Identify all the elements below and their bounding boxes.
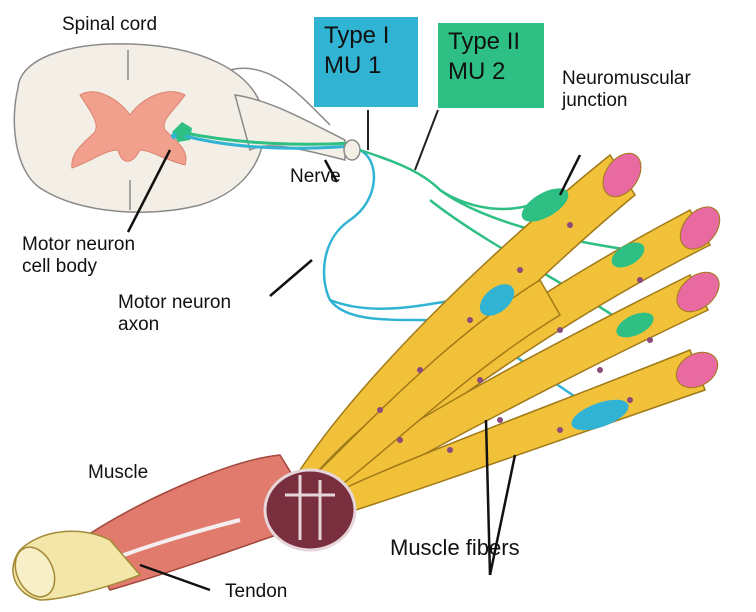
spinal-cord-label: Spinal cord: [62, 14, 157, 36]
type1-mu-line2: MU 1: [324, 51, 418, 81]
motor-neuron-axon-line1: Motor neuron: [118, 292, 231, 314]
muscle-fibers-label: Muscle fibers: [390, 535, 520, 560]
motor-neuron-axon-line2: axon: [118, 314, 231, 336]
motor-neuron-cell-body-line2: cell body: [22, 256, 135, 278]
type2-mu-line1: Type II: [448, 27, 544, 57]
neuromuscular-junction-line2: junction: [562, 90, 691, 112]
type1-mu-line1: Type I: [324, 21, 418, 51]
type2-mu-line2: MU 2: [448, 57, 544, 87]
motor-neuron-cell-body-label: Motor neuron cell body: [22, 234, 135, 278]
neuromuscular-junction-line1: Neuromuscular: [562, 68, 691, 90]
motor-neuron-axon-label: Motor neuron axon: [118, 292, 231, 336]
nerve-label: Nerve: [290, 166, 341, 188]
type2-mu-box: Type II MU 2: [438, 23, 544, 108]
motor-neuron-cell-body-line1: Motor neuron: [22, 234, 135, 256]
type1-mu-box: Type I MU 1: [314, 17, 418, 107]
muscle-label: Muscle: [88, 462, 148, 484]
tendon-label: Tendon: [225, 581, 287, 603]
neuromuscular-junction-label: Neuromuscular junction: [562, 68, 691, 112]
